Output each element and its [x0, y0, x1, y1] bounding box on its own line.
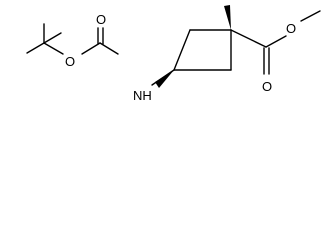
atom-label-boc-carbonyl-o: O [96, 12, 106, 27]
atom-label-nh: NH [133, 88, 152, 103]
bond-ring-left [173, 29, 191, 71]
bond-boc-c-n [99, 42, 119, 55]
bond-ester-c-o [265, 35, 287, 48]
bond-tbu-methyl-right [43, 32, 62, 44]
wedge-bond-nh [155, 70, 174, 88]
bond-tbu-methyl-left [26, 42, 45, 54]
bond-tbu-o [43, 42, 64, 55]
wedge-bond-methyl [224, 5, 231, 30]
bond-o-methyl [300, 10, 321, 22]
atom-label-ester-ether-o: O [286, 21, 296, 36]
bond-boc-o-c [81, 42, 101, 55]
chemical-structure: O O NH O O [26, 5, 321, 103]
bonds [26, 10, 321, 86]
atom-label-ester-carbonyl-o: O [262, 79, 272, 94]
atom-label-boc-ether-o: O [65, 54, 75, 69]
bond-ring-ester-c [230, 29, 267, 48]
